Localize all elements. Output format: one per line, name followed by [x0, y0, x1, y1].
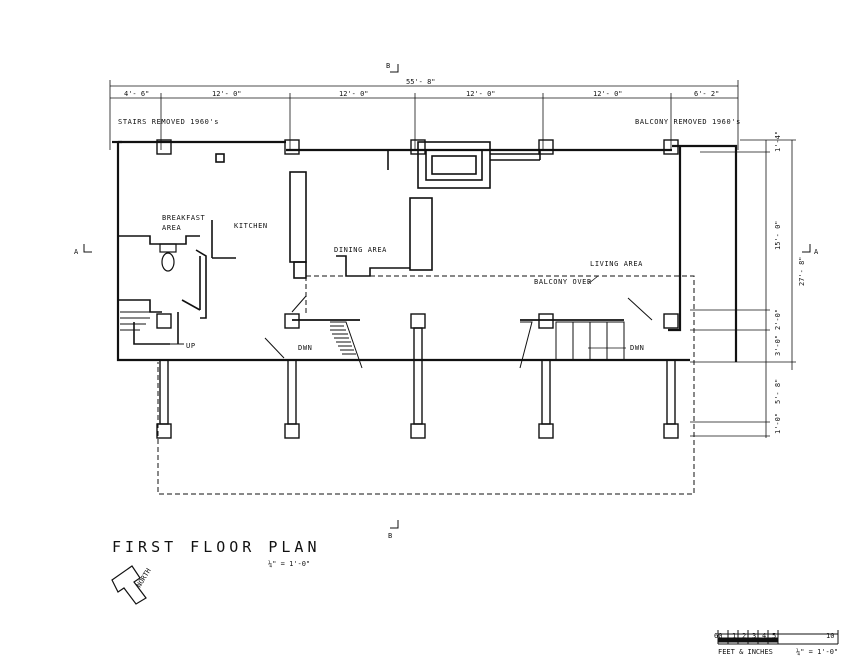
right-dim-2: 15'- 0"	[774, 220, 782, 250]
dining-area-label: DINING AREA	[334, 246, 387, 254]
north-label: NORTH	[135, 567, 153, 589]
scale-tick-2: 2	[742, 632, 746, 640]
bay-dim-5: 12'- 0"	[593, 90, 623, 98]
overall-width-label: 55'- 8"	[406, 78, 436, 86]
exterior-walls	[112, 140, 738, 362]
kitchen-label: KITCHEN	[234, 222, 268, 230]
right-dim-3: 2'-0"	[774, 309, 782, 330]
balcony-removed-note: BALCONY REMOVED 1960's	[635, 118, 741, 126]
scale-tick-1: 1	[732, 632, 736, 640]
fireplace	[387, 141, 541, 189]
right-dimension-labels: 1'-4" 15'- 0" 2'-0" 3'-0" 5'- 8" 1'-0" 2…	[774, 131, 806, 434]
stair-down-left-label: DWN	[298, 344, 312, 352]
drawing-title: FIRST FLOOR PLAN	[112, 538, 321, 556]
kitchen-walls	[118, 220, 236, 345]
bay-dim-6: 6'- 2"	[694, 90, 719, 98]
right-dim-6: 1'-0"	[774, 413, 782, 434]
section-a-left-label: A	[74, 248, 79, 256]
breakfast-area-label-1: BREAKFAST	[162, 214, 206, 222]
left-stair-down	[264, 295, 363, 369]
scale-tick-4: 4	[762, 632, 766, 640]
kitchen-stair-up	[120, 311, 184, 345]
scale-bar	[717, 630, 839, 645]
scale-bar-scale: ¼" = 1'-0"	[796, 648, 838, 656]
scale-tick-10: 10	[826, 632, 834, 640]
leader-lines	[587, 275, 626, 349]
section-b-top-label: B	[386, 62, 390, 70]
bay-dim-1: 4'- 6"	[124, 90, 149, 98]
balcony-over-label: BALCONY OVER	[534, 278, 592, 286]
section-a-right-label: A	[814, 248, 819, 256]
north-arrow-icon	[111, 565, 147, 605]
drawing-scale: ¼" = 1'-0"	[268, 560, 310, 568]
toilet-fixture	[159, 243, 177, 272]
living-area-label: LIVING AREA	[590, 260, 643, 268]
top-dimension-chain	[109, 80, 739, 150]
breakfast-area-label-2: AREA	[162, 224, 181, 232]
section-b-bottom-marker	[390, 520, 399, 529]
section-b-bottom-label: B	[388, 532, 392, 540]
scale-tick-3: 3	[752, 632, 756, 640]
scale-tick-0: 60	[714, 632, 722, 640]
stairs-removed-note: STAIRS REMOVED 1960's	[118, 118, 219, 126]
overall-depth-label: 27'- 8"	[798, 256, 806, 286]
bay-dim-2: 12'- 0"	[212, 90, 242, 98]
bay-dim-4: 12'- 0"	[466, 90, 496, 98]
right-dim-1: 1'-4"	[774, 131, 782, 152]
bay-dim-3: 12'- 0"	[339, 90, 369, 98]
kitchen-counter	[215, 153, 307, 279]
section-a-left-marker	[83, 244, 92, 253]
scale-tick-5: 5	[772, 632, 776, 640]
dining-built-in	[336, 197, 433, 277]
section-b-top-marker	[390, 64, 399, 73]
support-piers	[159, 327, 676, 425]
section-a-right-marker	[802, 244, 811, 253]
scale-units-label: FEET & INCHES	[718, 648, 773, 656]
stair-up-label: UP	[186, 342, 196, 350]
right-dim-5: 5'- 8"	[774, 379, 782, 404]
balcony-dashed-outline	[157, 275, 695, 495]
right-dim-4: 3'-0"	[774, 335, 782, 356]
stair-down-right-label: DWN	[630, 344, 644, 352]
right-stair-down	[519, 297, 653, 369]
